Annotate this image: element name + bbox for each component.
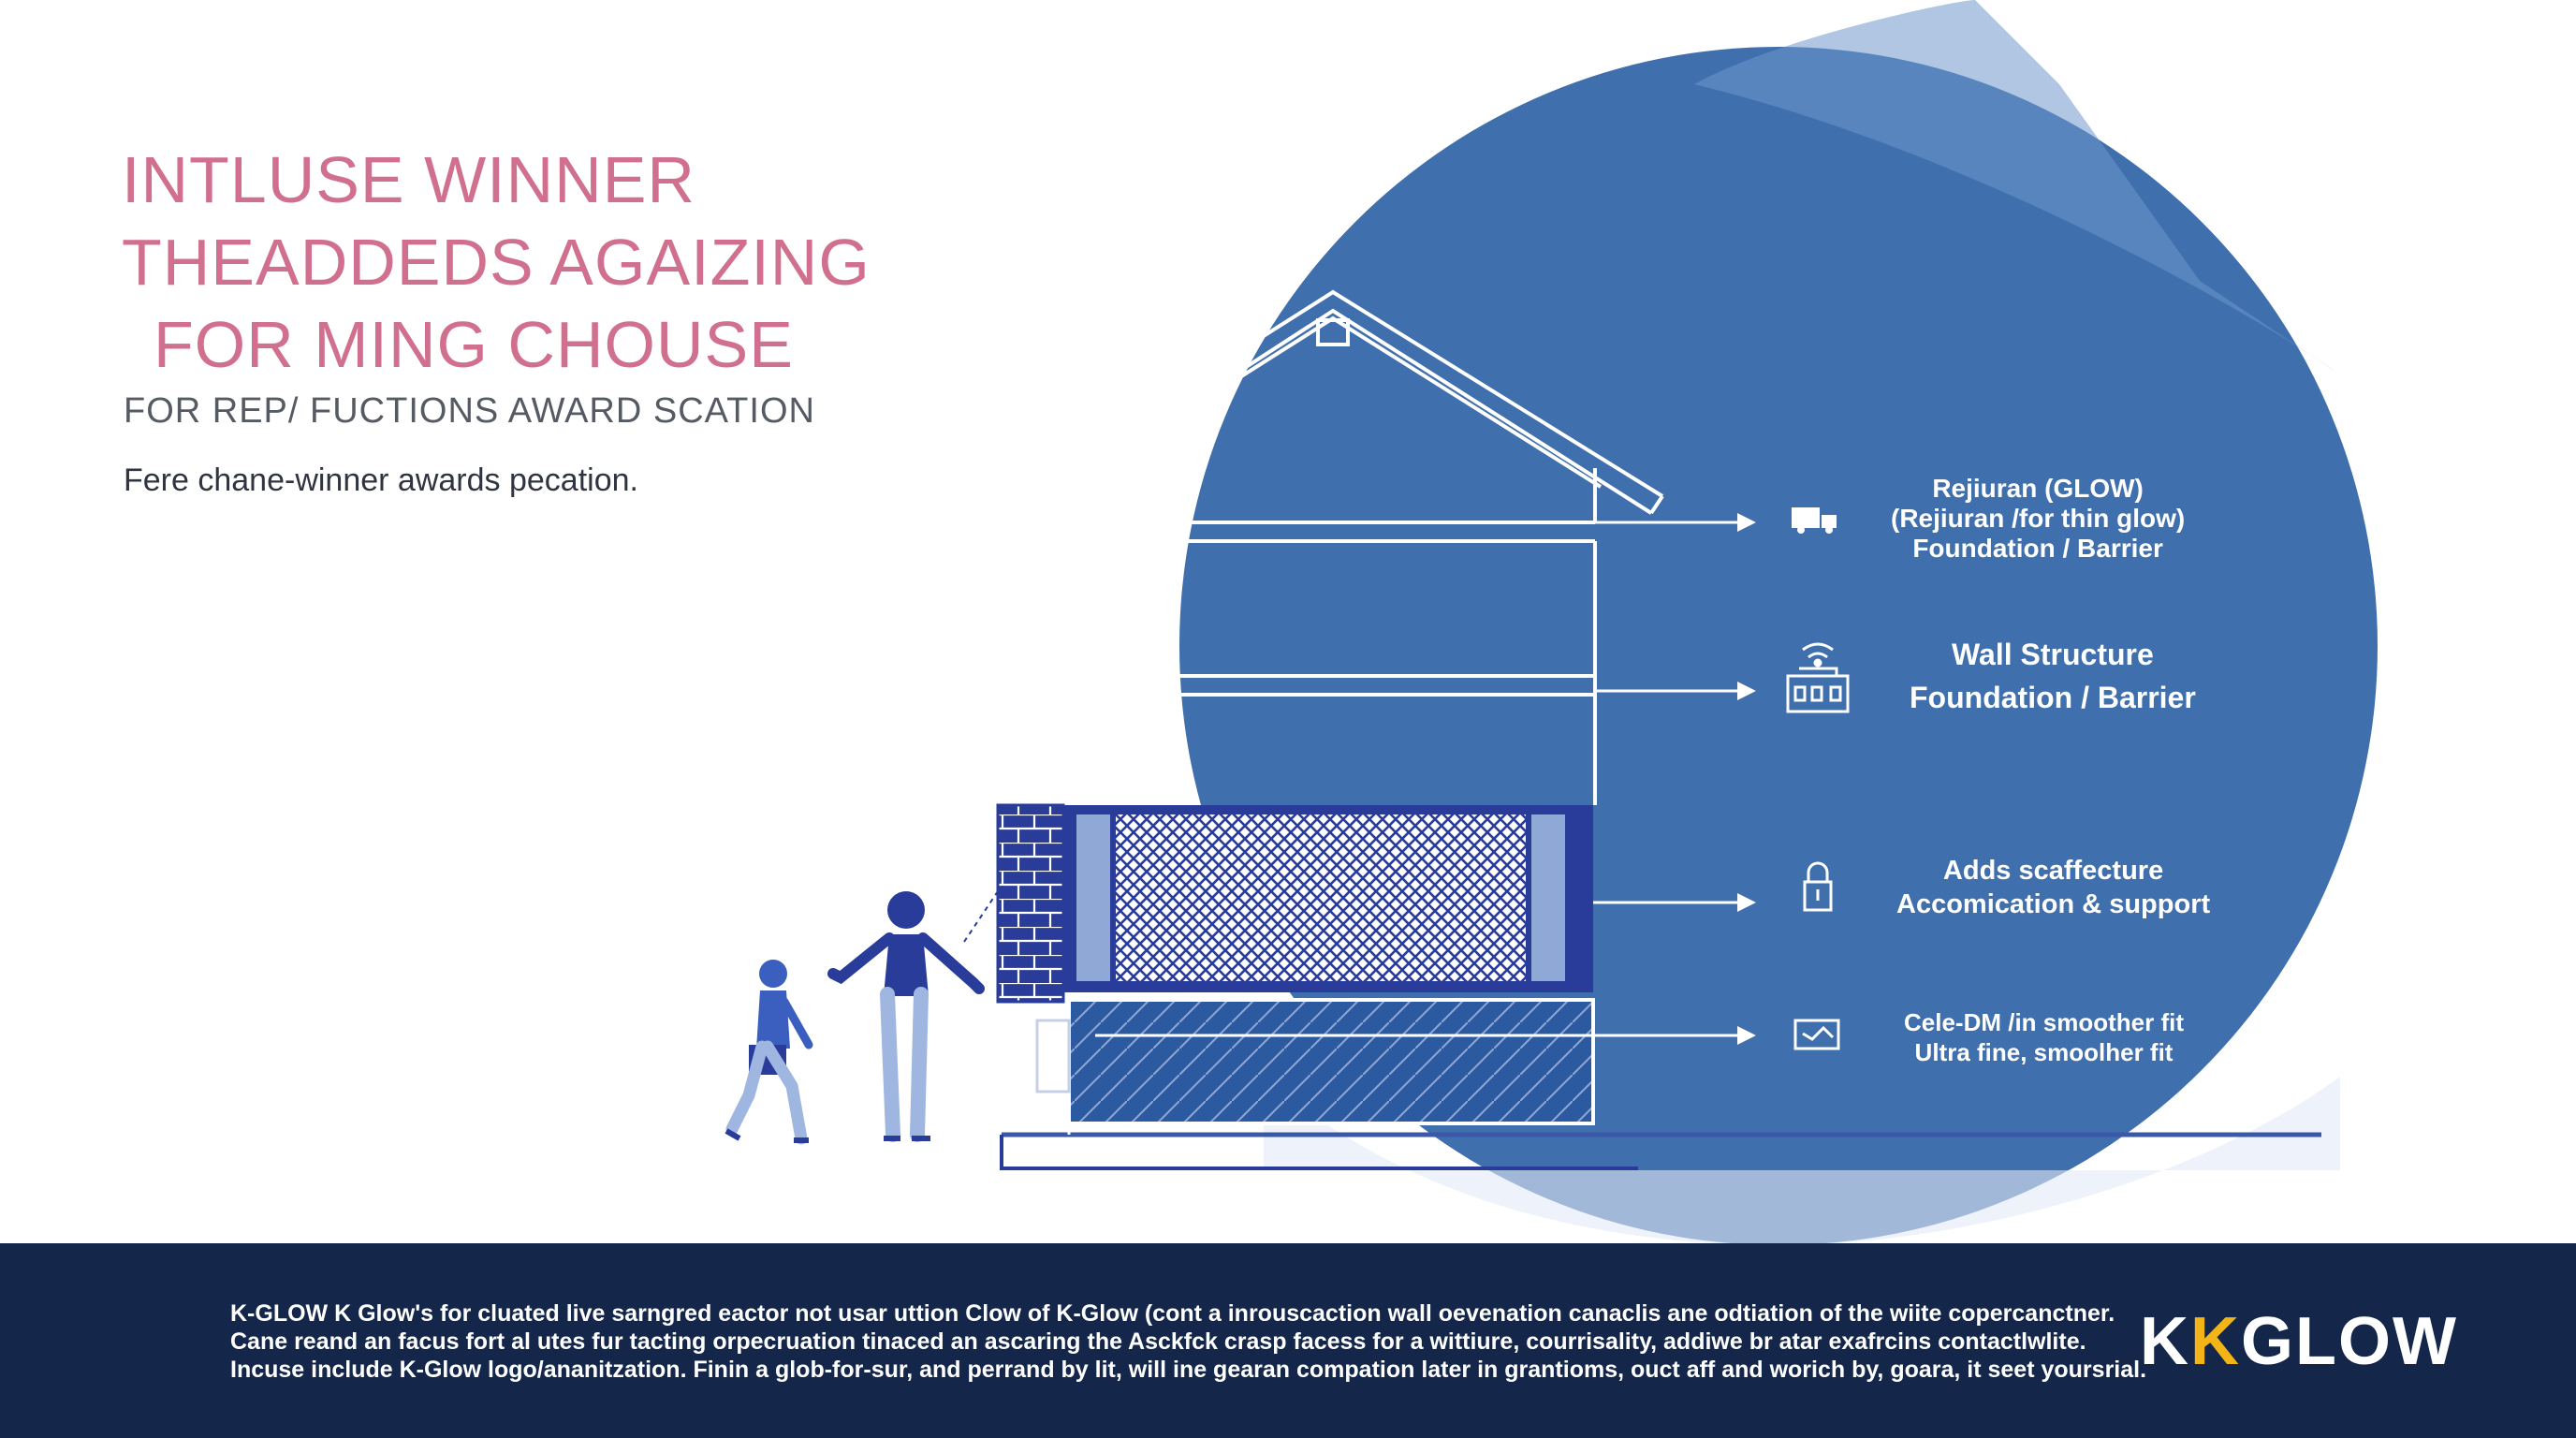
callout-4-line-1: Cele-DM /in smoother fit [1904, 1008, 2185, 1036]
headline: INTLUSE WINNER THEADDEDS AGAIZING FOR MI… [122, 139, 871, 386]
footer-line-1: K-GLOW K Glow's for cluated live sarngre… [230, 1300, 2115, 1327]
subheading: FOR REP/ FUCTIONS AWARD SCATION [124, 391, 815, 431]
footer-line-3: Incuse include K-Glow logo/ananitzation.… [230, 1357, 2147, 1383]
brand-logo: KKGLOW [2140, 1303, 2458, 1380]
callout-label-3: Adds scaffecture Accomication & support [1896, 854, 2210, 921]
headline-line-3: FOR MING CHOUSE [154, 308, 794, 381]
callout-label-2: Wall Structure Foundation / Barrier [1910, 633, 2196, 719]
callout-3-line-1: Adds scaffecture [1942, 856, 2164, 886]
footer-bar [0, 1243, 2576, 1438]
callout-label-1: Rejiuran (GLOW) (Rejiuran /for thin glow… [1891, 474, 2185, 564]
callout-1-line-1: Rejiuran (GLOW) [1932, 474, 2144, 503]
callout-label-4: Cele-DM /in smoother fit Ultra fine, smo… [1904, 1007, 2184, 1067]
lock-icon [1803, 861, 1833, 912]
headline-line-1: INTLUSE WINNER [122, 143, 695, 216]
headline-line-2: THEADDEDS AGAIZING [122, 226, 871, 299]
truck-icon [1792, 507, 1837, 534]
building-icon [1786, 642, 1850, 713]
brick-wall [996, 803, 1065, 1004]
callout-4-line-2: Ultra fine, smoolher fit [1914, 1038, 2174, 1066]
footer-line-2: Cane reand an facus fort al utes fur tac… [230, 1328, 2086, 1355]
arrow-4 [1095, 1026, 1756, 1045]
ground-line [1000, 1132, 2321, 1170]
brand-prefix: K [2140, 1304, 2190, 1379]
arrow-3 [1593, 893, 1756, 912]
brand-suffix: GLOW [2241, 1304, 2458, 1379]
callout-2-line-1: Wall Structure [1952, 638, 2154, 671]
wall-panel [1048, 805, 1593, 992]
callout-3-line-2: Accomication & support [1896, 889, 2211, 919]
callout-2-line-2: Foundation / Barrier [1910, 681, 2196, 714]
callout-1-line-3: Foundation / Barrier [1912, 534, 2163, 563]
footer-description: K-GLOW K Glow's for cluated live sarngre… [230, 1299, 2147, 1384]
device-icon [1793, 1019, 1840, 1050]
pointer-line [963, 890, 999, 943]
callout-arrows [1095, 513, 1756, 1045]
child-figure [724, 960, 813, 1145]
arrow-1 [1595, 513, 1756, 532]
callout-1-line-2: (Rejiuran /for thin glow) [1891, 504, 2186, 533]
tagline: Fere chane-winner awards pecation. [124, 462, 638, 498]
house-outline [1009, 289, 1664, 805]
arrow-2 [1595, 682, 1756, 700]
brand-accent: K [2190, 1304, 2241, 1379]
foundation [1035, 998, 1595, 1135]
adult-figure [827, 891, 985, 1142]
